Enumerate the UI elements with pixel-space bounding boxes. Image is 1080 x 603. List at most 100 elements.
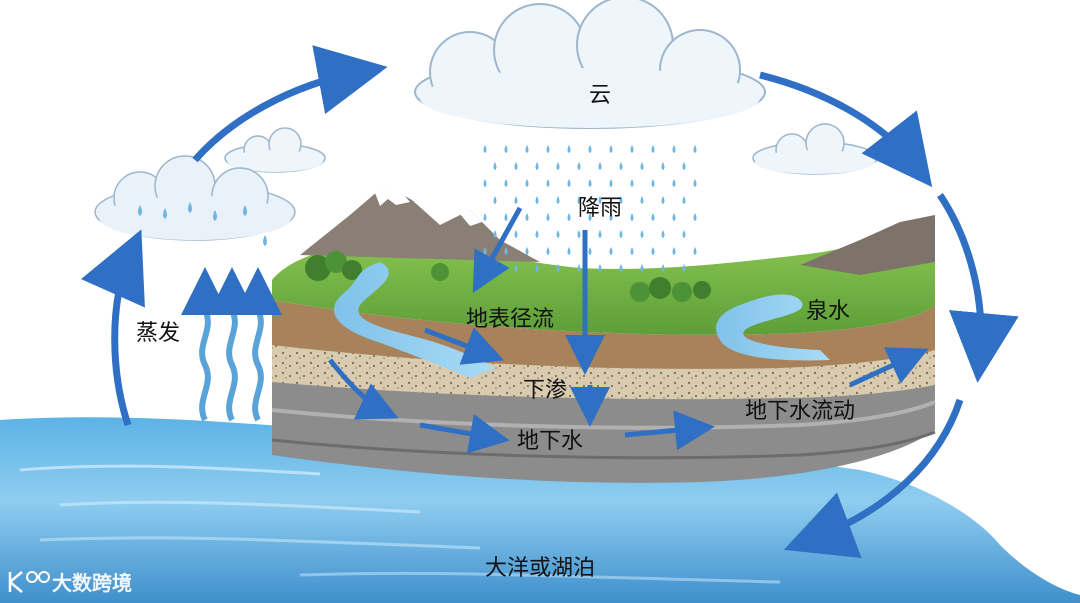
evaporation-drop bbox=[138, 205, 142, 216]
label-ocean-or-lake: 大洋或湖泊 bbox=[485, 556, 595, 581]
rain-drop bbox=[682, 264, 686, 272]
rain-drop bbox=[693, 247, 697, 255]
rain-drop bbox=[598, 162, 602, 170]
evaporation-cloud bbox=[94, 155, 296, 241]
rain-drop bbox=[577, 162, 581, 170]
rain-drop bbox=[514, 196, 518, 204]
label-cloud: 云 bbox=[589, 83, 611, 108]
rain-drop bbox=[577, 230, 581, 238]
evaporation-drop bbox=[213, 210, 217, 221]
rain-drop bbox=[493, 162, 497, 170]
rain-drop bbox=[693, 145, 697, 153]
rain-drop bbox=[619, 196, 623, 204]
evaporation-drop bbox=[263, 235, 267, 246]
rain-drop bbox=[598, 264, 602, 272]
rain-drop bbox=[483, 179, 487, 187]
rain-drop bbox=[609, 179, 613, 187]
rain-drop bbox=[651, 145, 655, 153]
label-spring: 泉水 bbox=[806, 299, 850, 324]
watermark-text: 大数跨境 bbox=[52, 571, 132, 595]
mountains bbox=[300, 185, 935, 275]
rain-drop bbox=[535, 162, 539, 170]
rain-drop bbox=[682, 162, 686, 170]
rain-drop bbox=[651, 213, 655, 221]
rain-drop bbox=[682, 196, 686, 204]
rain-drop bbox=[693, 213, 697, 221]
label-groundwater: 地下水 bbox=[517, 429, 583, 454]
rain-drop bbox=[619, 230, 623, 238]
rain-drop bbox=[640, 196, 644, 204]
rain-drop bbox=[630, 213, 634, 221]
rain-drop bbox=[588, 145, 592, 153]
rain-drop bbox=[577, 264, 581, 272]
small-cloud-right bbox=[752, 123, 878, 175]
rain-drop bbox=[546, 213, 550, 221]
evaporation-drop bbox=[243, 205, 247, 216]
rain-drop bbox=[504, 179, 508, 187]
rain-drop bbox=[493, 230, 497, 238]
rain-drop bbox=[493, 196, 497, 204]
cycle-arrows bbox=[80, 45, 1019, 559]
rain-drop bbox=[483, 213, 487, 221]
rain-drop bbox=[535, 196, 539, 204]
rain-drop bbox=[514, 230, 518, 238]
rain-drop bbox=[672, 213, 676, 221]
rain-drop bbox=[640, 162, 644, 170]
rain-drop bbox=[556, 162, 560, 170]
rain-drop bbox=[525, 145, 529, 153]
rain-drop bbox=[609, 145, 613, 153]
evaporation-drop bbox=[188, 202, 192, 213]
rain-drop bbox=[556, 230, 560, 238]
rain-drop bbox=[630, 179, 634, 187]
trees bbox=[305, 251, 711, 302]
rain-drop bbox=[619, 162, 623, 170]
evaporation-drop bbox=[163, 208, 167, 219]
rain-drop bbox=[661, 230, 665, 238]
rain-drop bbox=[535, 264, 539, 272]
rain-drop bbox=[567, 213, 571, 221]
main-cloud bbox=[414, 0, 766, 129]
rain-drop bbox=[556, 196, 560, 204]
rain-drop bbox=[630, 247, 634, 255]
rain-drop bbox=[535, 230, 539, 238]
label-evaporation: 蒸发 bbox=[136, 321, 180, 346]
rain-drop bbox=[640, 264, 644, 272]
rain-drop bbox=[556, 264, 560, 272]
spring-stream bbox=[716, 294, 830, 361]
process-arrows bbox=[328, 206, 929, 454]
rain-drops bbox=[138, 145, 697, 272]
label-groundwater-flow: 地下水流动 bbox=[745, 399, 855, 424]
rain-drop bbox=[672, 179, 676, 187]
rain-drop bbox=[640, 230, 644, 238]
rain-drop bbox=[651, 247, 655, 255]
rain-drop bbox=[546, 179, 550, 187]
rain-drop bbox=[567, 247, 571, 255]
rain-drop bbox=[504, 213, 508, 221]
rain-drop bbox=[514, 162, 518, 170]
rain-drop bbox=[661, 264, 665, 272]
label-surface-runoff: 地表径流 bbox=[466, 307, 554, 332]
rain-drop bbox=[598, 196, 602, 204]
rain-drop bbox=[525, 247, 529, 255]
rain-drop bbox=[588, 179, 592, 187]
rain-drop bbox=[672, 145, 676, 153]
rain-drop bbox=[630, 145, 634, 153]
watermark-icon bbox=[8, 571, 50, 593]
rain-drop bbox=[483, 145, 487, 153]
rain-drop bbox=[546, 145, 550, 153]
rain-drop bbox=[588, 247, 592, 255]
rain-drop bbox=[651, 179, 655, 187]
rain-drop bbox=[567, 179, 571, 187]
rain-drop bbox=[525, 179, 529, 187]
rain-drop bbox=[661, 162, 665, 170]
label-infiltration: 下渗 bbox=[523, 378, 567, 403]
rain-drop bbox=[525, 213, 529, 221]
watermark-logo: 大数跨境 bbox=[8, 571, 132, 595]
rain-drop bbox=[504, 145, 508, 153]
rain-drop bbox=[588, 213, 592, 221]
surface-river bbox=[333, 262, 495, 378]
rain-drop bbox=[598, 230, 602, 238]
rain-drop bbox=[682, 230, 686, 238]
rain-drop bbox=[693, 179, 697, 187]
